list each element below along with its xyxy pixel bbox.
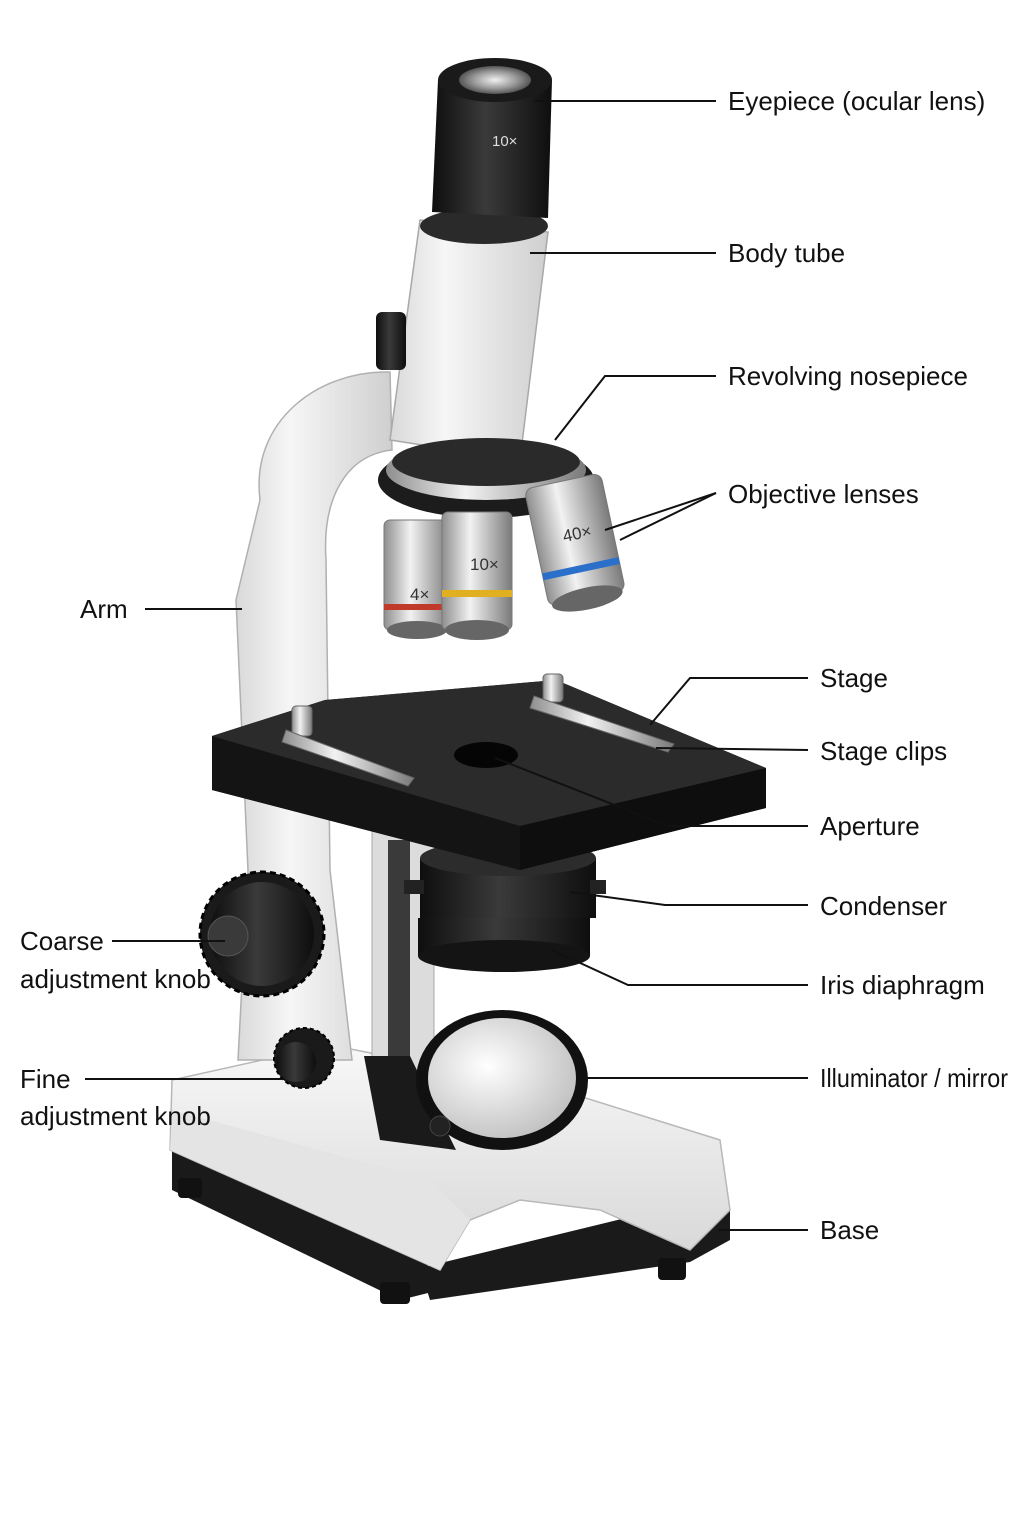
body-tube [376, 208, 549, 461]
leader-aperture [494, 757, 808, 827]
leader-objectives-b [619, 492, 717, 541]
label-illuminator: Illuminator / mirror [820, 1063, 1008, 1093]
leader-condenser [569, 891, 808, 906]
label-base: Base [820, 1215, 879, 1245]
label-body-tube: Body tube [728, 238, 845, 268]
labels: Eyepiece (ocular lens) Body tube Revolvi… [20, 86, 1008, 1245]
objective-4x-mark: 4× [410, 585, 429, 604]
leader-objectives-a [604, 492, 717, 531]
leader-stage-clips [655, 747, 809, 751]
label-stage-clips: Stage clips [820, 736, 947, 766]
label-aperture: Aperture [820, 811, 920, 841]
label-coarse-line1: Coarse [20, 926, 104, 956]
label-condenser: Condenser [820, 891, 948, 921]
iris-diaphragm [418, 918, 590, 972]
objective-10x: 10× [441, 511, 513, 640]
objective-10x-mark: 10× [470, 555, 499, 574]
eyepiece-mark: 10× [492, 133, 517, 150]
leader-iris [551, 949, 808, 986]
label-nosepiece: Revolving nosepiece [728, 361, 968, 391]
coarse-adjustment-knob [198, 870, 326, 998]
stage [212, 680, 766, 870]
label-objectives: Objective lenses [728, 479, 919, 509]
stage-clips [281, 673, 675, 787]
label-arm: Arm [80, 594, 128, 624]
fine-adjustment-knob [273, 1027, 335, 1089]
objective-lenses: 4× 10× 40× [383, 473, 625, 640]
leader-lines [85, 100, 809, 1231]
label-coarse-line2: adjustment knob [20, 964, 211, 994]
label-stage: Stage [820, 663, 888, 693]
leader-stage [649, 677, 808, 726]
label-fine-line1: Fine [20, 1064, 71, 1094]
leader-nosepiece [554, 375, 716, 441]
illuminator-mirror [364, 1010, 588, 1150]
label-eyepiece: Eyepiece (ocular lens) [728, 86, 985, 116]
base [169, 1044, 731, 1304]
label-fine-line2: adjustment knob [20, 1101, 211, 1131]
objective-40x: 40× [525, 473, 625, 612]
objective-4x: 4× [383, 519, 451, 639]
label-iris: Iris diaphragm [820, 970, 985, 1000]
eyepiece: 10× [432, 58, 552, 218]
